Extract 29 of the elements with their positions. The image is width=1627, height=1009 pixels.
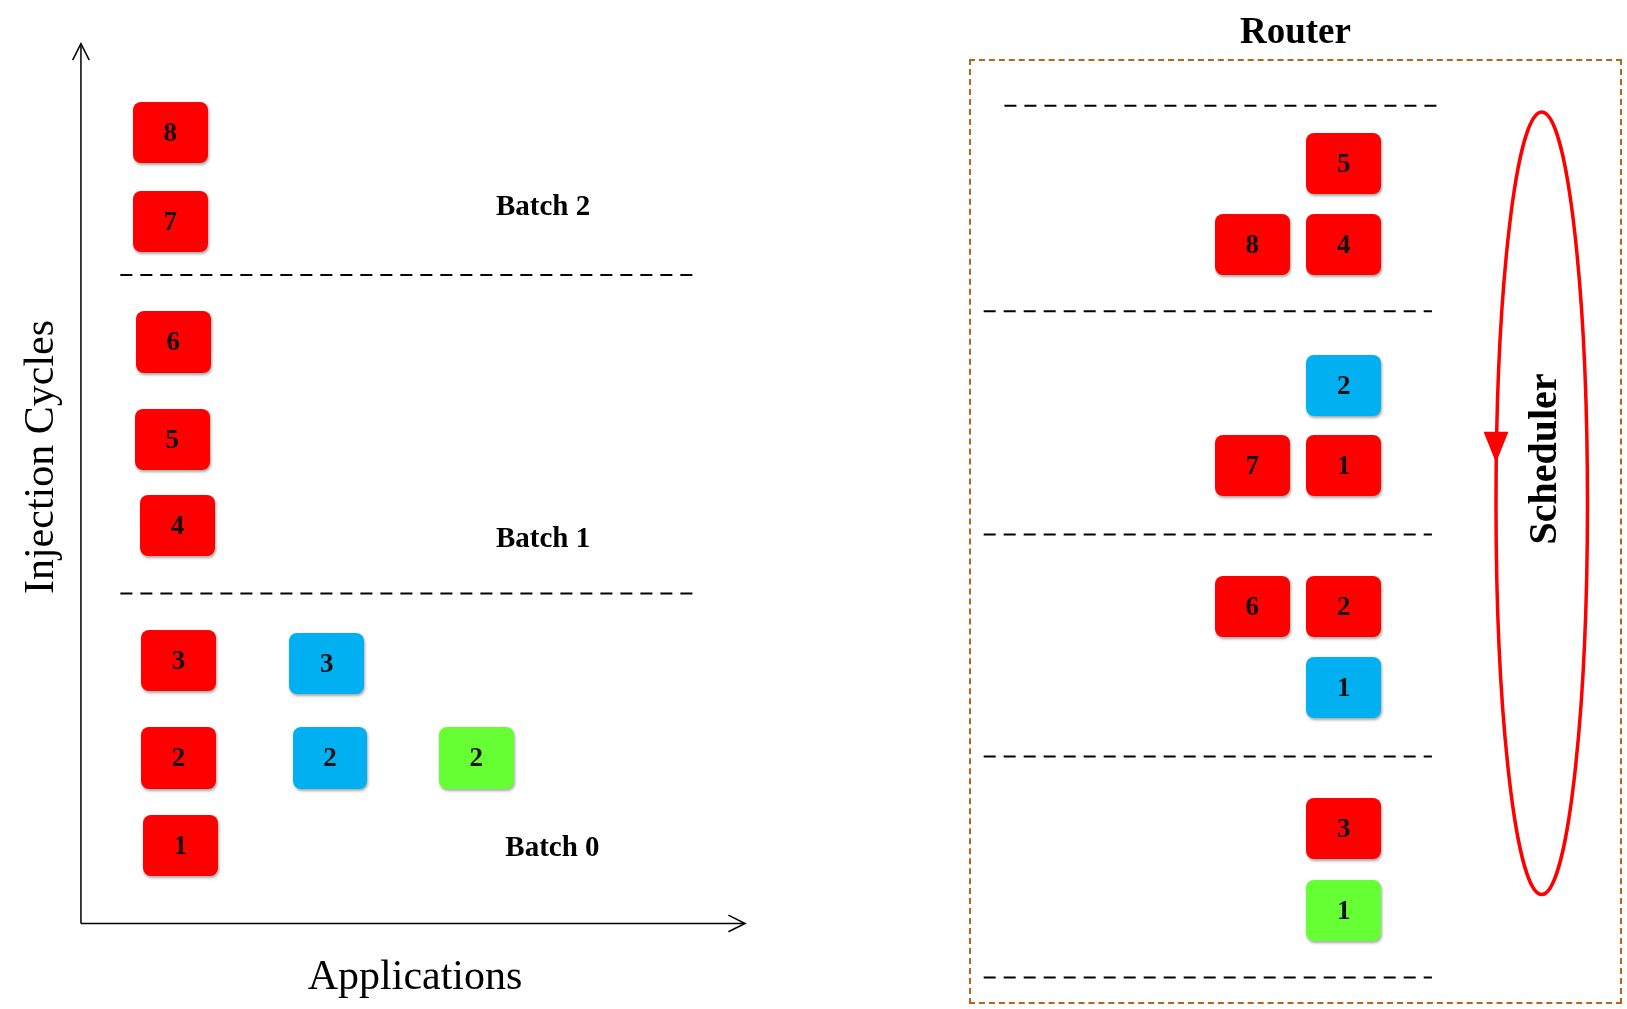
packet-box: 5 xyxy=(134,408,210,471)
packet-box: 7 xyxy=(132,190,208,253)
packet-box: 3 xyxy=(289,632,365,695)
packet-box: 1 xyxy=(143,814,218,876)
packet-box: 1 xyxy=(1306,656,1381,718)
batch-label: Batch 0 xyxy=(505,830,600,864)
packet-box: 2 xyxy=(438,727,514,789)
batch-label: Batch 1 xyxy=(496,520,591,554)
packet-box: 1 xyxy=(1306,879,1381,942)
packet-box: 2 xyxy=(292,727,368,789)
axis-title: Applications xyxy=(307,951,523,1000)
packet-box: 6 xyxy=(1214,575,1290,637)
packet-box: 2 xyxy=(141,727,216,789)
packet-box: 7 xyxy=(1214,434,1290,496)
packet-box: 2 xyxy=(1306,354,1381,416)
packet-box: 8 xyxy=(1214,213,1290,275)
packet-box: 8 xyxy=(132,101,208,163)
packet-box: 1 xyxy=(1306,434,1381,496)
packet-box: 2 xyxy=(1306,575,1381,637)
packet-box: 5 xyxy=(1306,132,1381,194)
packet-box: 4 xyxy=(1306,213,1381,275)
batch-label: Batch 2 xyxy=(496,188,591,222)
packet-box: 6 xyxy=(135,311,211,373)
packet-box: 4 xyxy=(140,494,215,557)
packet-box: 3 xyxy=(1306,797,1381,860)
scheduler-label: Scheduler xyxy=(1518,373,1566,545)
packet-box: 3 xyxy=(141,629,216,692)
axis-title: Injection Cycles xyxy=(15,319,64,594)
router-title: Router xyxy=(1240,9,1351,53)
